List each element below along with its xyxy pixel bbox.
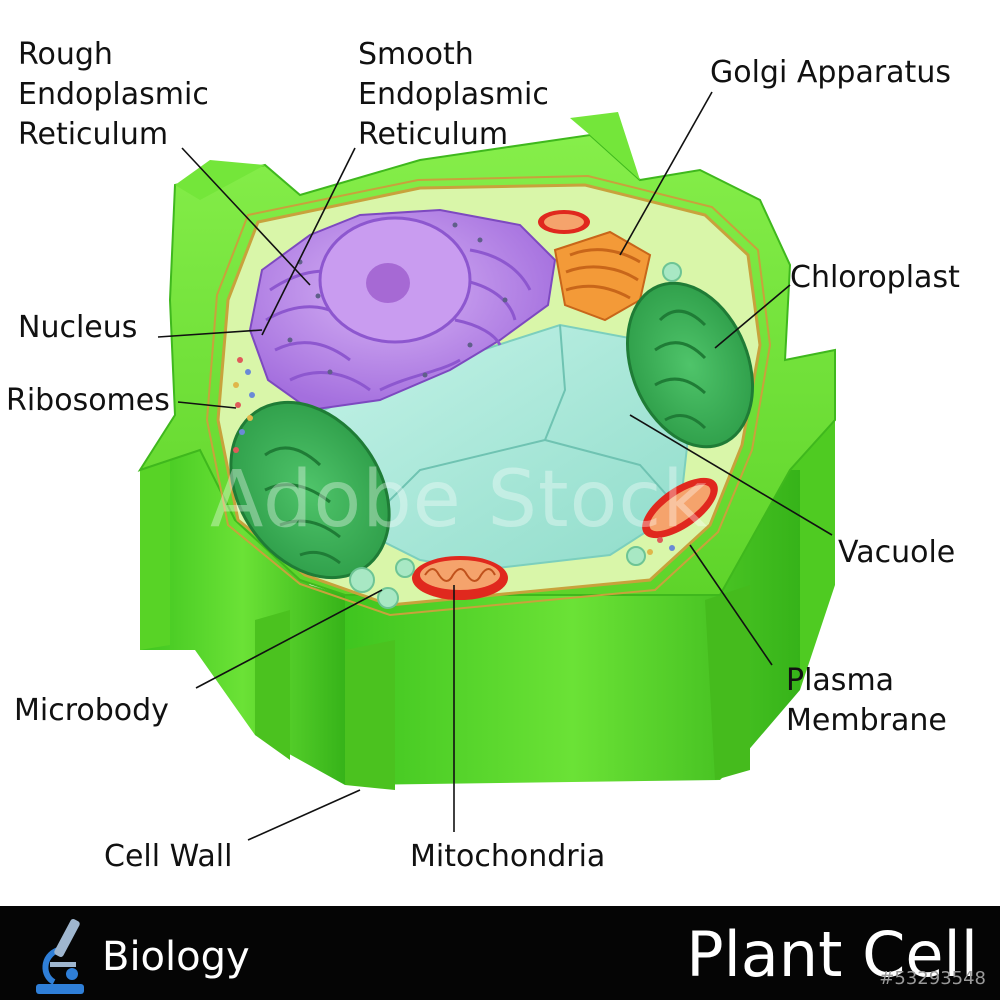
leader-golgi: [619, 91, 713, 256]
cell-wall-cross-left: [140, 455, 170, 650]
chloroplast-left: [229, 400, 391, 580]
labels: Rough Endoplasmic Reticulum Smooth Endop…: [6, 37, 960, 874]
label-rough-er: Rough Endoplasmic Reticulum: [18, 37, 218, 152]
label-chloroplast: Chloroplast: [790, 260, 960, 295]
mitochondrion-bottom: [412, 556, 508, 600]
stock-id: #53293548: [879, 968, 986, 989]
microbody: [349, 262, 682, 609]
label-mitochondria: Mitochondria: [410, 839, 605, 874]
leader-lines: [157, 91, 833, 841]
cell-wall-tab-top: [570, 112, 640, 180]
watermark: Adobe Stock: [210, 455, 709, 545]
leader-smooth-er: [261, 147, 356, 336]
cell-wall-front: [345, 470, 800, 785]
mitochondrion-top: [538, 210, 590, 234]
ribosomes: [233, 357, 675, 555]
label-smooth-er: Smooth Endoplasmic Reticulum: [358, 37, 558, 152]
label-plasma-membrane: Plasma Membrane: [786, 663, 947, 738]
footer-subject: Biology: [102, 934, 250, 980]
label-ribosomes: Ribosomes: [6, 383, 170, 418]
label-nucleus: Nucleus: [18, 310, 137, 345]
nucleus: [248, 208, 557, 412]
cell-wall-side: [140, 450, 345, 785]
leader-microbody: [195, 589, 383, 689]
leader-rough-er: [181, 147, 311, 286]
footer-title: Plant Cell: [686, 918, 978, 991]
mitochondrion-right: [642, 477, 718, 539]
footer-bar: [0, 906, 1000, 1000]
label-golgi-apparatus: Golgi Apparatus: [710, 55, 951, 90]
cell-wall-tab-left: [175, 160, 265, 200]
leader-chloroplast: [714, 284, 791, 349]
label-cell-wall: Cell Wall: [104, 839, 232, 874]
cell-wall-cross-bottom: [345, 640, 395, 790]
leader-nucleus: [157, 329, 263, 338]
microscope-icon: [36, 919, 84, 994]
cell-wall-cross-bottom-left: [255, 610, 290, 760]
leader-ribosomes: [177, 401, 237, 409]
leader-vacuole: [629, 414, 833, 536]
label-vacuole: Vacuole: [838, 535, 955, 570]
plasma-membrane-inner: [205, 174, 772, 617]
leader-cell-wall: [247, 789, 361, 841]
leader-plasma-membrane: [689, 544, 773, 666]
chloroplast-right: [626, 281, 754, 449]
nucleolus: [366, 263, 410, 303]
golgi-apparatus: [553, 230, 652, 322]
label-microbody: Microbody: [14, 693, 169, 728]
cell-wall-cross-right: [705, 585, 750, 780]
